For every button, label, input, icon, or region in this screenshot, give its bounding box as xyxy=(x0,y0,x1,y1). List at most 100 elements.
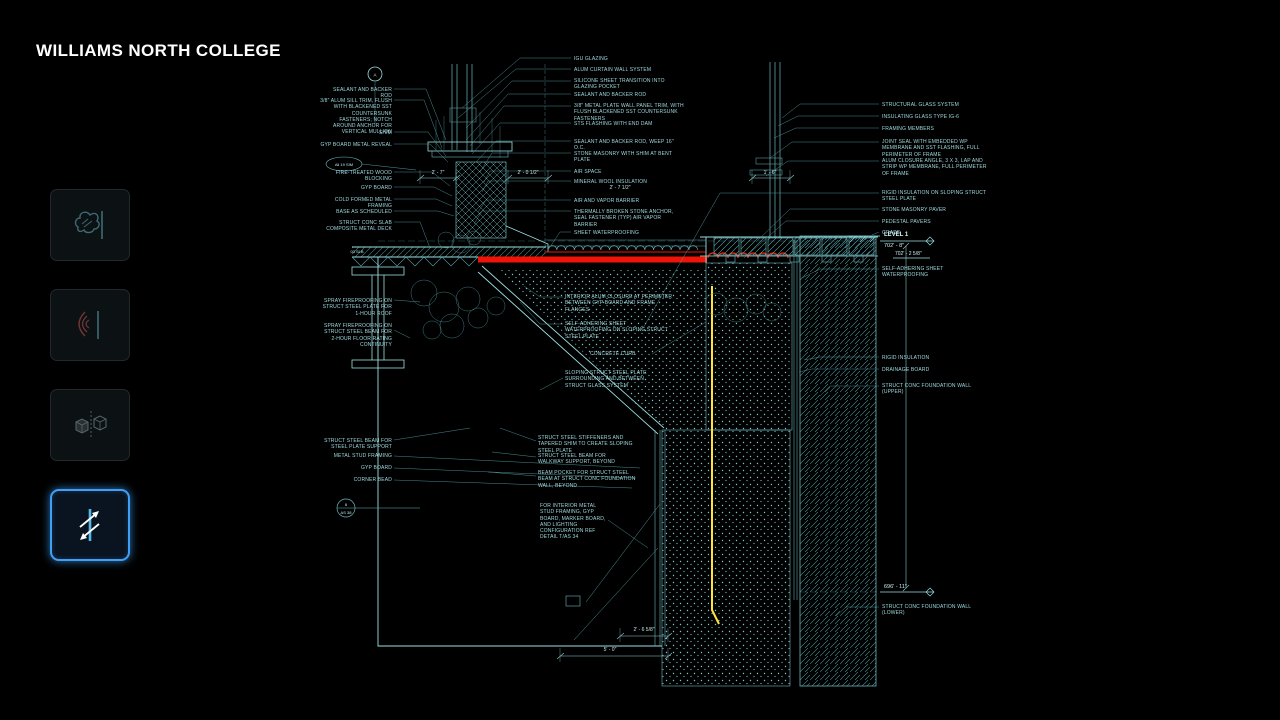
annotation-label: SHIM xyxy=(378,130,392,136)
sloping-steel-plate xyxy=(477,265,665,435)
annotation-label: IGU GLAZING xyxy=(574,56,608,62)
annotation-label: 3/8" ALUM SILL TRIM, FLUSH WITH BLACKENE… xyxy=(320,98,392,136)
dimension-label: 5' - 0" xyxy=(603,647,617,653)
sidebar-tile-iso-boxes[interactable] xyxy=(50,389,130,461)
sidebar-tile-cloud-markup[interactable] xyxy=(50,189,130,261)
highlight-yellow-membrane[interactable] xyxy=(711,286,720,625)
level-marker-elevation: 702' - 2 5/8" xyxy=(895,251,922,257)
annotation-label: GYP BOARD METAL REVEAL xyxy=(320,142,392,148)
project-title: WILLIAMS NORTH COLLEGE xyxy=(36,41,281,61)
annotation-label: INTERIOR ALUM CLOSURE AT PERIMETER BETWE… xyxy=(565,294,673,313)
highlight-red-membrane[interactable] xyxy=(478,256,707,263)
sill-trim-plate xyxy=(427,141,513,152)
annotation-label: SELF-ADHERING SHEET WATERPROOFING ON SLO… xyxy=(565,321,668,340)
detail-callout-number: 8 xyxy=(345,502,348,507)
joint-seal-detail xyxy=(749,157,783,176)
annotation-label: AIR SPACE xyxy=(574,169,602,175)
detail-callout-sheet: AS 38 xyxy=(341,510,353,515)
annotation-label: STRUCTURAL GLASS SYSTEM xyxy=(882,102,959,108)
section-marker-circle[interactable] xyxy=(367,66,383,82)
foundation-wall-hatch xyxy=(799,235,877,687)
level-lines xyxy=(880,240,934,593)
annotation-label: DRAINAGE BOARD xyxy=(882,367,930,373)
annotation-label: STRUCT STEEL STIFFENERS AND TAPERED SHIM… xyxy=(538,435,633,454)
leader-lines-right xyxy=(641,103,880,617)
annotation-label: BEAM POCKET FOR STRUCT STEEL BEAM AT STR… xyxy=(538,470,636,489)
cloud-markup-icon xyxy=(74,211,103,239)
annotation-label: ALUM CLOSURE ANGLE, 3 X 3, LAP AND STRIP… xyxy=(882,158,987,177)
annotation-label: STRUCT CONC SLAB COMPOSITE METAL DECK xyxy=(326,220,392,233)
dimension-label: 1' - 6" xyxy=(763,170,777,176)
annotation-label: THERMALLY BROKEN STONE ANCHOR, SEAL FAST… xyxy=(574,209,674,228)
annotation-label: SPRAY FIREPROOFING ON STRUCT STEEL BEAM … xyxy=(324,323,392,348)
annotation-label: FOR INTERIOR METAL STUD FRAMING, GYP BOA… xyxy=(540,503,606,541)
annotation-label: JOINT SEAL WITH EMBEDDED WP MEMBRANE AND… xyxy=(882,139,980,158)
leader-lines-left xyxy=(393,57,707,549)
metal-deck-zigzag xyxy=(351,256,479,267)
drainage-board-lines xyxy=(793,240,798,600)
sim-tag-leader xyxy=(361,163,417,171)
dimension-label: 2' - 7" xyxy=(431,170,445,176)
annotation-label: SLOPING STRUCT STEEL PLATE SURROUNDING A… xyxy=(565,370,647,389)
interior-wall-outline xyxy=(377,257,662,647)
mineral-wool-scallops xyxy=(547,245,698,251)
iso-boxes-icon xyxy=(75,411,107,439)
section-arrows-icon xyxy=(79,509,100,541)
annotation-label: SPRAY FIREPROOFING ON STRUCT STEEL PLATE… xyxy=(322,298,392,317)
slab-tag-text: 03 SLB xyxy=(350,249,363,254)
annotation-label: CONCRETE CURB xyxy=(590,351,636,357)
dimension-lines xyxy=(416,170,910,662)
annotation-label: COLD FORMED METAL FRAMING xyxy=(334,197,392,210)
sim-tag-text: All 19 SIM xyxy=(335,162,353,167)
detail-linework: A All 19 SIM 8 AS 38 03 SLB xyxy=(325,57,935,687)
annotation-label: PEDESTAL PAVERS xyxy=(882,219,931,225)
arc-waves-icon xyxy=(78,311,99,339)
annotation-label: STS FLASHING WITH END DAM xyxy=(574,121,653,127)
annotation-label: BASE AS SCHEDULED xyxy=(336,209,392,215)
interior-diagonals xyxy=(573,503,661,641)
curtain-wall-mullion-lines xyxy=(451,64,473,152)
annotation-label: SHEET WATERPROOFING xyxy=(574,230,639,236)
annotation-label: 3/8" METAL PLATE WALL PANEL TRIM, WITH F… xyxy=(574,103,684,122)
annotation-label: SILICONE SHEET TRANSITION INTO GLAZING P… xyxy=(574,78,665,91)
level-marker-elevation: 702' - 8" xyxy=(884,243,905,249)
conc-slab-lines xyxy=(352,246,546,258)
annotation-label: STONE MASONRY PAVER xyxy=(882,207,947,213)
annotation-label: GRADE xyxy=(882,230,901,236)
annotation-label: GYP BOARD xyxy=(361,185,392,191)
annotation-label: CORNER BEAD xyxy=(353,477,392,483)
fireproofing-clouds xyxy=(410,230,782,340)
section-marker-text: A xyxy=(373,73,376,78)
level-marker-name: LEVEL 1 xyxy=(884,232,909,238)
annotation-label: RIGID INSULATION xyxy=(882,355,930,361)
mullion-detail-lines xyxy=(435,112,501,158)
structural-glass-lines xyxy=(769,62,781,238)
annotation-label: AIR AND VAPOR BARRIER xyxy=(574,198,640,204)
sidebar-tile-arc-waves[interactable] xyxy=(50,289,130,361)
conc-slab-hatch xyxy=(352,247,545,257)
annotation-label: SEALANT AND BACKER ROD xyxy=(332,87,392,100)
paver-transition-lines xyxy=(545,239,706,247)
concrete-curb-stipple xyxy=(705,262,793,431)
level-marker-elevation: 696' - 11" xyxy=(884,584,907,590)
annotation-label: SEALANT AND BACKER ROD xyxy=(574,92,647,98)
glazing-pocket xyxy=(449,107,477,123)
annotation-label: STRUCT CONC FOUNDATION WALL (LOWER) xyxy=(882,604,972,617)
sidebar-tile-section-arrows[interactable] xyxy=(50,489,130,561)
interior-fixture xyxy=(565,595,581,607)
annotation-label: STONE MASONRY WITH SHIM AT BENT PLATE xyxy=(574,151,672,164)
annotation-label: MINERAL WOOL INSULATION xyxy=(574,179,647,185)
sill-assembly xyxy=(431,150,509,158)
annotation-label: ALUM CURTAIN WALL SYSTEM xyxy=(574,67,652,73)
annotation-label: STRUCT CONC FOUNDATION WALL (UPPER) xyxy=(882,383,972,396)
level-diamonds xyxy=(925,236,935,597)
annotation-label: GYP BOARD xyxy=(361,465,392,471)
annotation-label: STRUCT STEEL BEAM FOR STEEL PLATE SUPPOR… xyxy=(324,438,392,451)
annotation-label: METAL STUD FRAMING xyxy=(333,453,392,459)
dimension-label: 2' - 6 5/8" xyxy=(633,627,655,633)
annotation-label: RIGID INSULATION ON SLOPING STRUCT STEEL… xyxy=(882,190,987,203)
dimension-label: 2' - 7 1/2" xyxy=(609,185,631,191)
annotation-label: SELF-ADHERING SHEET WATERPROOFING xyxy=(882,266,944,279)
